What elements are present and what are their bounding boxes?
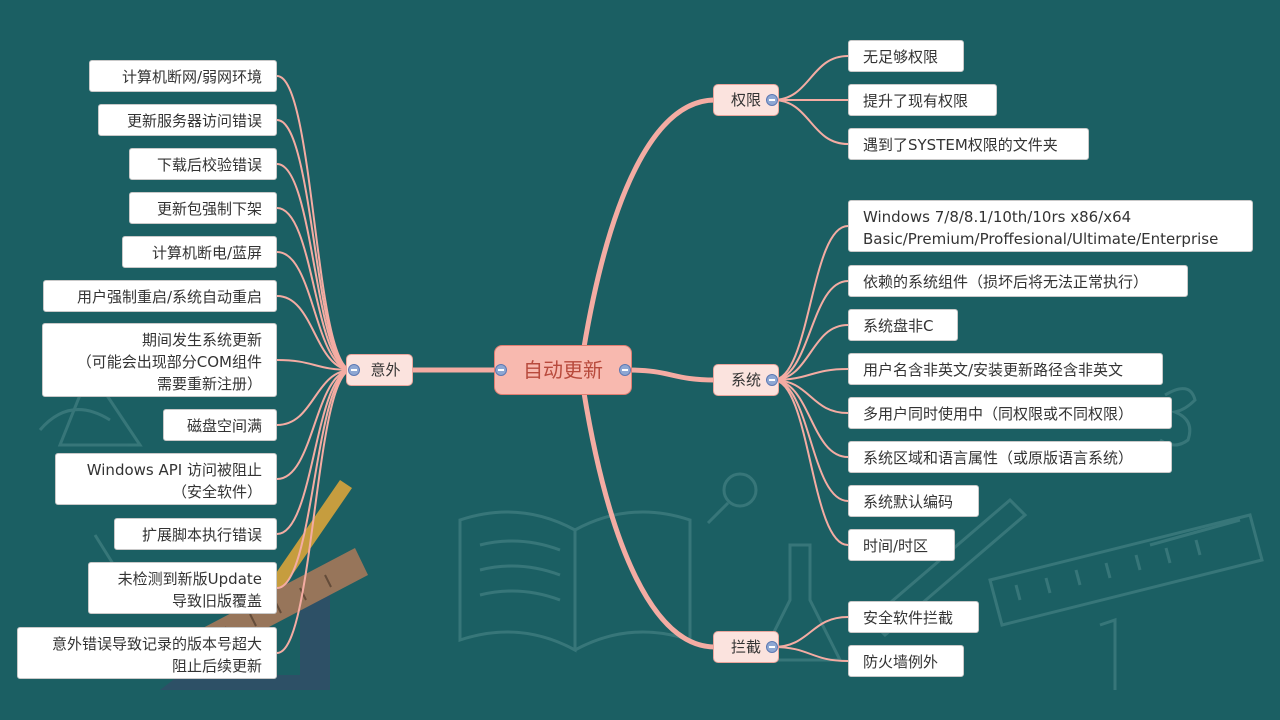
leaf-accident-2[interactable]: 更新服务器访问错误 [98, 104, 277, 136]
root-collapse-left-icon[interactable] [495, 364, 507, 376]
leaf-accident-4[interactable]: 更新包强制下架 [129, 192, 277, 224]
branch-permission[interactable]: 权限 [713, 84, 779, 116]
link-system-6 [772, 379, 849, 458]
link-system-8 [772, 379, 849, 546]
branch-system-collapse-icon[interactable] [766, 374, 778, 386]
leaf-system-1[interactable]: Windows 7/8/8.1/10th/10rs x86/x64 Basic/… [848, 200, 1253, 252]
leaf-accident-6[interactable]: 用户强制重启/系统自动重启 [43, 280, 277, 312]
root-collapse-right-icon[interactable] [619, 364, 631, 376]
leaf-system-6[interactable]: 系统区域和语言属性（或原版语言系统） [848, 441, 1172, 473]
link-permission-3 [772, 99, 849, 145]
leaf-system-5[interactable]: 多用户同时使用中（同权限或不同权限） [848, 397, 1172, 429]
link-block-1 [772, 616, 849, 648]
leaf-accident-9[interactable]: Windows API 访问被阻止 （安全软件） [55, 453, 277, 505]
link-block-2 [772, 646, 849, 662]
leaf-block-1[interactable]: 安全软件拦截 [848, 601, 979, 633]
link-accident-2 [276, 119, 353, 371]
leaf-system-4[interactable]: 用户名含非英文/安装更新路径含非英文 [848, 353, 1163, 385]
branch-permission-label: 权限 [730, 91, 761, 109]
leaf-accident-12[interactable]: 意外错误导致记录的版本号超大 阻止后续更新 [17, 627, 277, 679]
leaf-accident-11[interactable]: 未检测到新版Update 导致旧版覆盖 [88, 562, 277, 614]
leaf-accident-5[interactable]: 计算机断电/蓝屏 [122, 236, 277, 268]
leaf-permission-2[interactable]: 提升了现有权限 [848, 84, 997, 116]
branch-system-label: 系统 [730, 371, 761, 389]
link-root-block [581, 388, 718, 650]
link-accident-4 [276, 207, 353, 371]
leaf-accident-7[interactable]: 期间发生系统更新 （可能会出现部分COM组件 需要重新注册） [42, 323, 277, 397]
leaf-system-7[interactable]: 系统默认编码 [848, 485, 979, 517]
root-node[interactable]: 自动更新 [494, 345, 632, 395]
link-root-permission [581, 97, 718, 352]
branch-accident-label: 意外 [370, 361, 401, 379]
leaf-system-3[interactable]: 系统盘非C [848, 309, 958, 341]
link-root-system [625, 367, 718, 383]
link-accident-9 [276, 369, 353, 480]
link-system-5 [772, 379, 849, 414]
root-label: 自动更新 [523, 358, 603, 382]
leaf-accident-10[interactable]: 扩展脚本执行错误 [114, 518, 277, 550]
link-system-4 [772, 368, 849, 381]
link-accident-1 [276, 75, 353, 371]
link-accident-12 [276, 369, 353, 654]
leaf-permission-1[interactable]: 无足够权限 [848, 40, 964, 72]
branch-block-label: 拦截 [730, 638, 761, 656]
branch-accident-collapse-icon[interactable] [348, 364, 360, 376]
leaf-system-2[interactable]: 依赖的系统组件（损坏后将无法正常执行） [848, 265, 1188, 297]
leaf-permission-3[interactable]: 遇到了SYSTEM权限的文件夹 [848, 128, 1089, 160]
link-system-2 [772, 280, 849, 381]
link-accident-8 [276, 369, 353, 426]
branch-block-collapse-icon[interactable] [766, 641, 778, 653]
leaf-accident-8[interactable]: 磁盘空间满 [163, 409, 277, 441]
link-accident-3 [276, 163, 353, 371]
link-system-7 [772, 379, 849, 502]
link-accident-11 [276, 369, 353, 589]
link-permission-1 [772, 55, 849, 101]
leaf-accident-1[interactable]: 计算机断网/弱网环境 [89, 60, 277, 92]
leaf-system-8[interactable]: 时间/时区 [848, 529, 955, 561]
link-accident-5 [276, 251, 353, 371]
link-system-1 [772, 225, 849, 381]
link-accident-10 [276, 369, 353, 535]
leaf-accident-3[interactable]: 下载后校验错误 [129, 148, 277, 180]
link-accident-7 [276, 359, 353, 371]
leaf-block-2[interactable]: 防火墙例外 [848, 645, 964, 677]
link-accident-6 [276, 295, 353, 371]
link-system-3 [772, 324, 849, 381]
branch-permission-collapse-icon[interactable] [766, 94, 778, 106]
